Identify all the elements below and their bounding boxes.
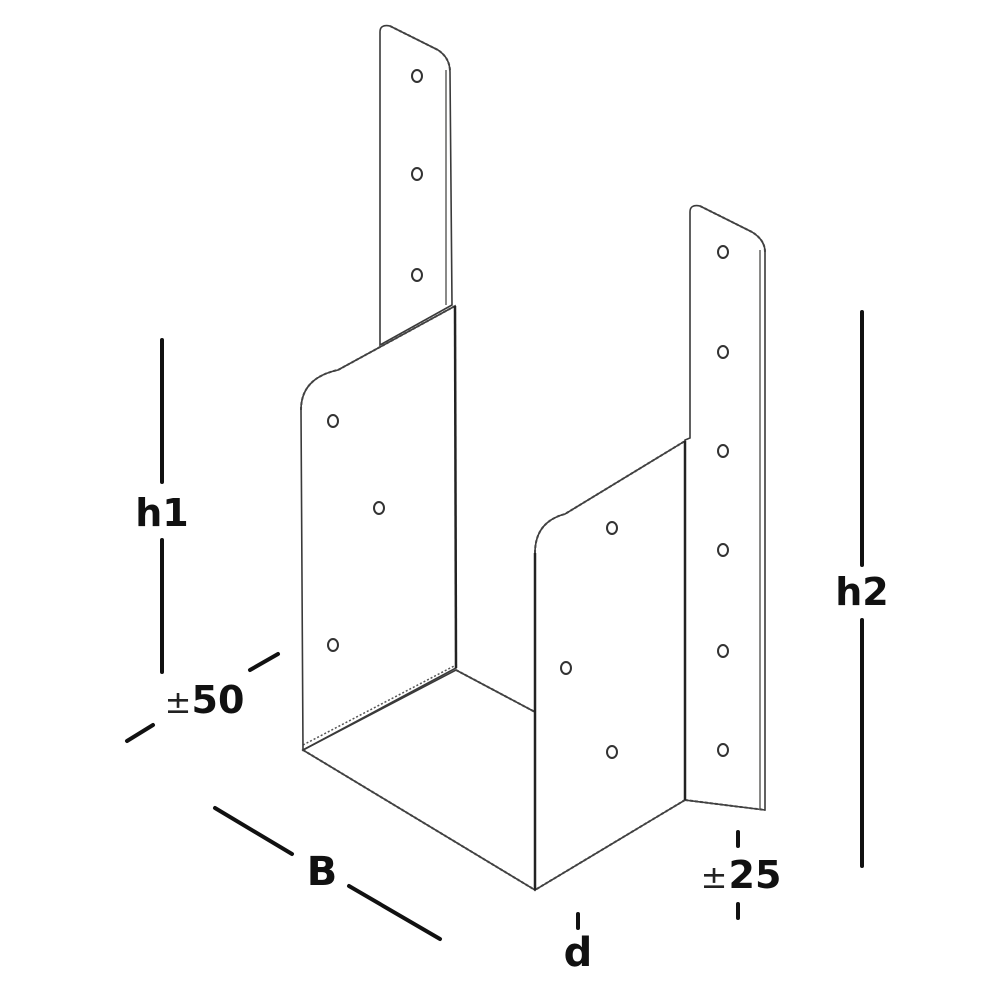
right-strap-holes <box>717 245 729 757</box>
B-line-left <box>213 806 294 856</box>
screw-hole-icon <box>411 268 423 282</box>
left-plate-holes <box>327 414 385 652</box>
screw-hole-icon <box>717 743 729 757</box>
base-plate <box>301 664 536 892</box>
screw-hole-icon <box>327 638 339 652</box>
tolerance-left-value: 50 <box>192 678 245 722</box>
dimension-tolerance-left: ± 50 <box>125 652 280 743</box>
screw-hole-icon <box>717 543 729 557</box>
left-side-plate <box>300 304 458 752</box>
screw-hole-icon <box>717 444 729 458</box>
left-strap <box>379 24 453 347</box>
dimension-B: B <box>213 806 442 941</box>
h1-label: h1 <box>135 491 189 535</box>
dimension-tolerance-right: ± 25 <box>701 830 782 920</box>
tolerance-right-value: 25 <box>729 853 782 897</box>
B-label: B <box>307 849 338 895</box>
tolerance-left-tick-lower <box>125 723 155 743</box>
right-plate-holes <box>560 521 618 759</box>
h2-label: h2 <box>835 570 889 614</box>
dimension-h1: h1 <box>135 338 189 674</box>
screw-hole-icon <box>717 345 729 359</box>
screw-hole-icon <box>606 745 618 759</box>
screw-hole-icon <box>411 69 423 83</box>
right-strap <box>684 204 766 811</box>
right-side-plate <box>533 439 687 892</box>
dimension-d: d <box>564 912 593 976</box>
dimension-h2: h2 <box>835 310 889 868</box>
B-line-right <box>347 884 442 941</box>
screw-hole-icon <box>560 661 572 675</box>
screw-hole-icon <box>717 644 729 658</box>
screw-hole-icon <box>411 167 423 181</box>
screw-hole-icon <box>717 245 729 259</box>
screw-hole-icon <box>606 521 618 535</box>
screw-hole-icon <box>373 501 385 515</box>
screw-hole-icon <box>327 414 339 428</box>
left-strap-holes <box>411 69 423 282</box>
d-label: d <box>564 930 593 976</box>
plus-minus-icon: ± <box>165 683 192 721</box>
plus-minus-icon: ± <box>701 858 728 896</box>
tolerance-left-tick-upper <box>248 652 280 672</box>
